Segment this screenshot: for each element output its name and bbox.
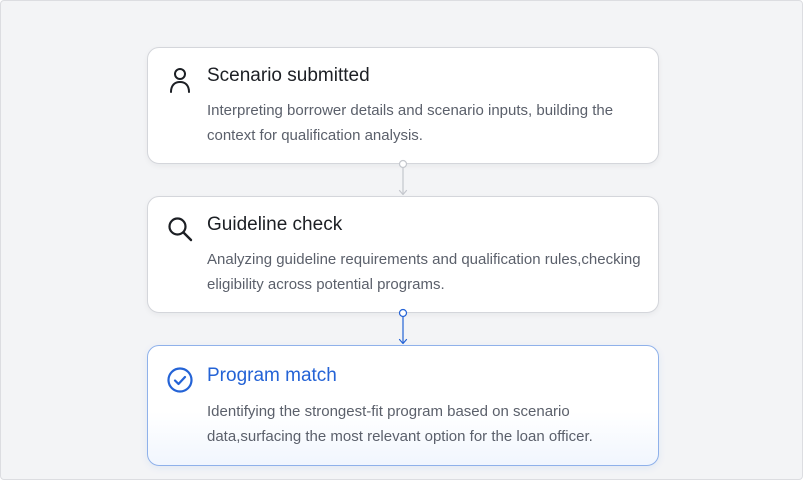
user-icon <box>166 66 194 94</box>
step-title: Scenario submitted <box>207 65 370 86</box>
step-card-guideline-check: Guideline check Analyzing guideline requ… <box>147 196 659 313</box>
step-description: Interpreting borrower details and scenar… <box>207 102 614 144</box>
step-card-scenario-submitted: Scenario submitted Interpreting borrower… <box>147 47 659 164</box>
step-title: Program match <box>207 365 337 386</box>
check-circle-icon <box>166 366 194 394</box>
step-connector-active <box>397 307 409 347</box>
step-connector <box>397 158 409 198</box>
step-title: Guideline check <box>207 214 343 235</box>
step-description: Identifying the strongest-fit program ba… <box>207 403 593 445</box>
step-card-program-match: Program match Identifying the strongest-… <box>147 345 659 466</box>
step-description: Analyzing guideline requirements and qua… <box>207 251 641 293</box>
search-icon <box>166 215 194 243</box>
